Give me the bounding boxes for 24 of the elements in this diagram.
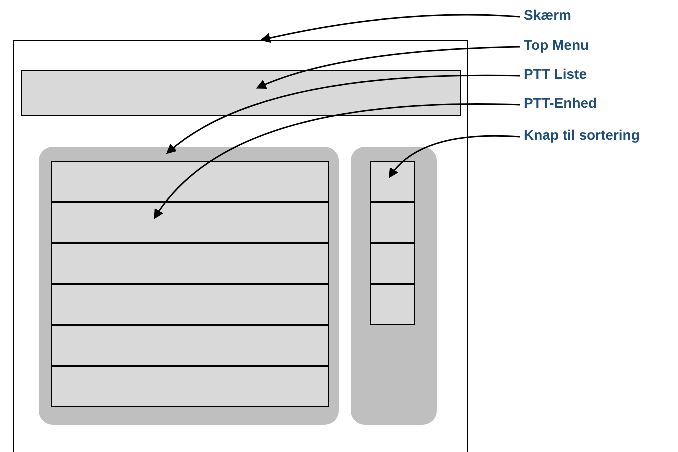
- list-row: [51, 161, 329, 202]
- leader-line: [154, 104, 520, 220]
- leader-line: [256, 46, 520, 90]
- leader-line: [166, 74, 520, 154]
- callout-label: PTT Liste: [524, 66, 588, 82]
- callout-label: Knap til sortering: [524, 127, 640, 143]
- leader-line: [388, 135, 520, 178]
- list-row: [51, 243, 329, 284]
- side-panel: [351, 147, 437, 425]
- sort-button: [370, 243, 415, 284]
- sort-button: [370, 202, 415, 243]
- list-row: [51, 202, 329, 243]
- menu-bar: [21, 70, 461, 116]
- list-row: [51, 366, 329, 407]
- sort-button: [370, 161, 415, 202]
- callout-label: Skærm: [524, 7, 572, 23]
- screen-frame: [13, 40, 468, 452]
- callout-label: PTT-Enhed: [524, 95, 598, 111]
- callout-label: Top Menu: [524, 37, 590, 53]
- sort-button: [370, 284, 415, 325]
- list-panel: [39, 147, 339, 425]
- leader-line: [260, 14, 520, 44]
- list-row: [51, 325, 329, 366]
- list-row: [51, 284, 329, 325]
